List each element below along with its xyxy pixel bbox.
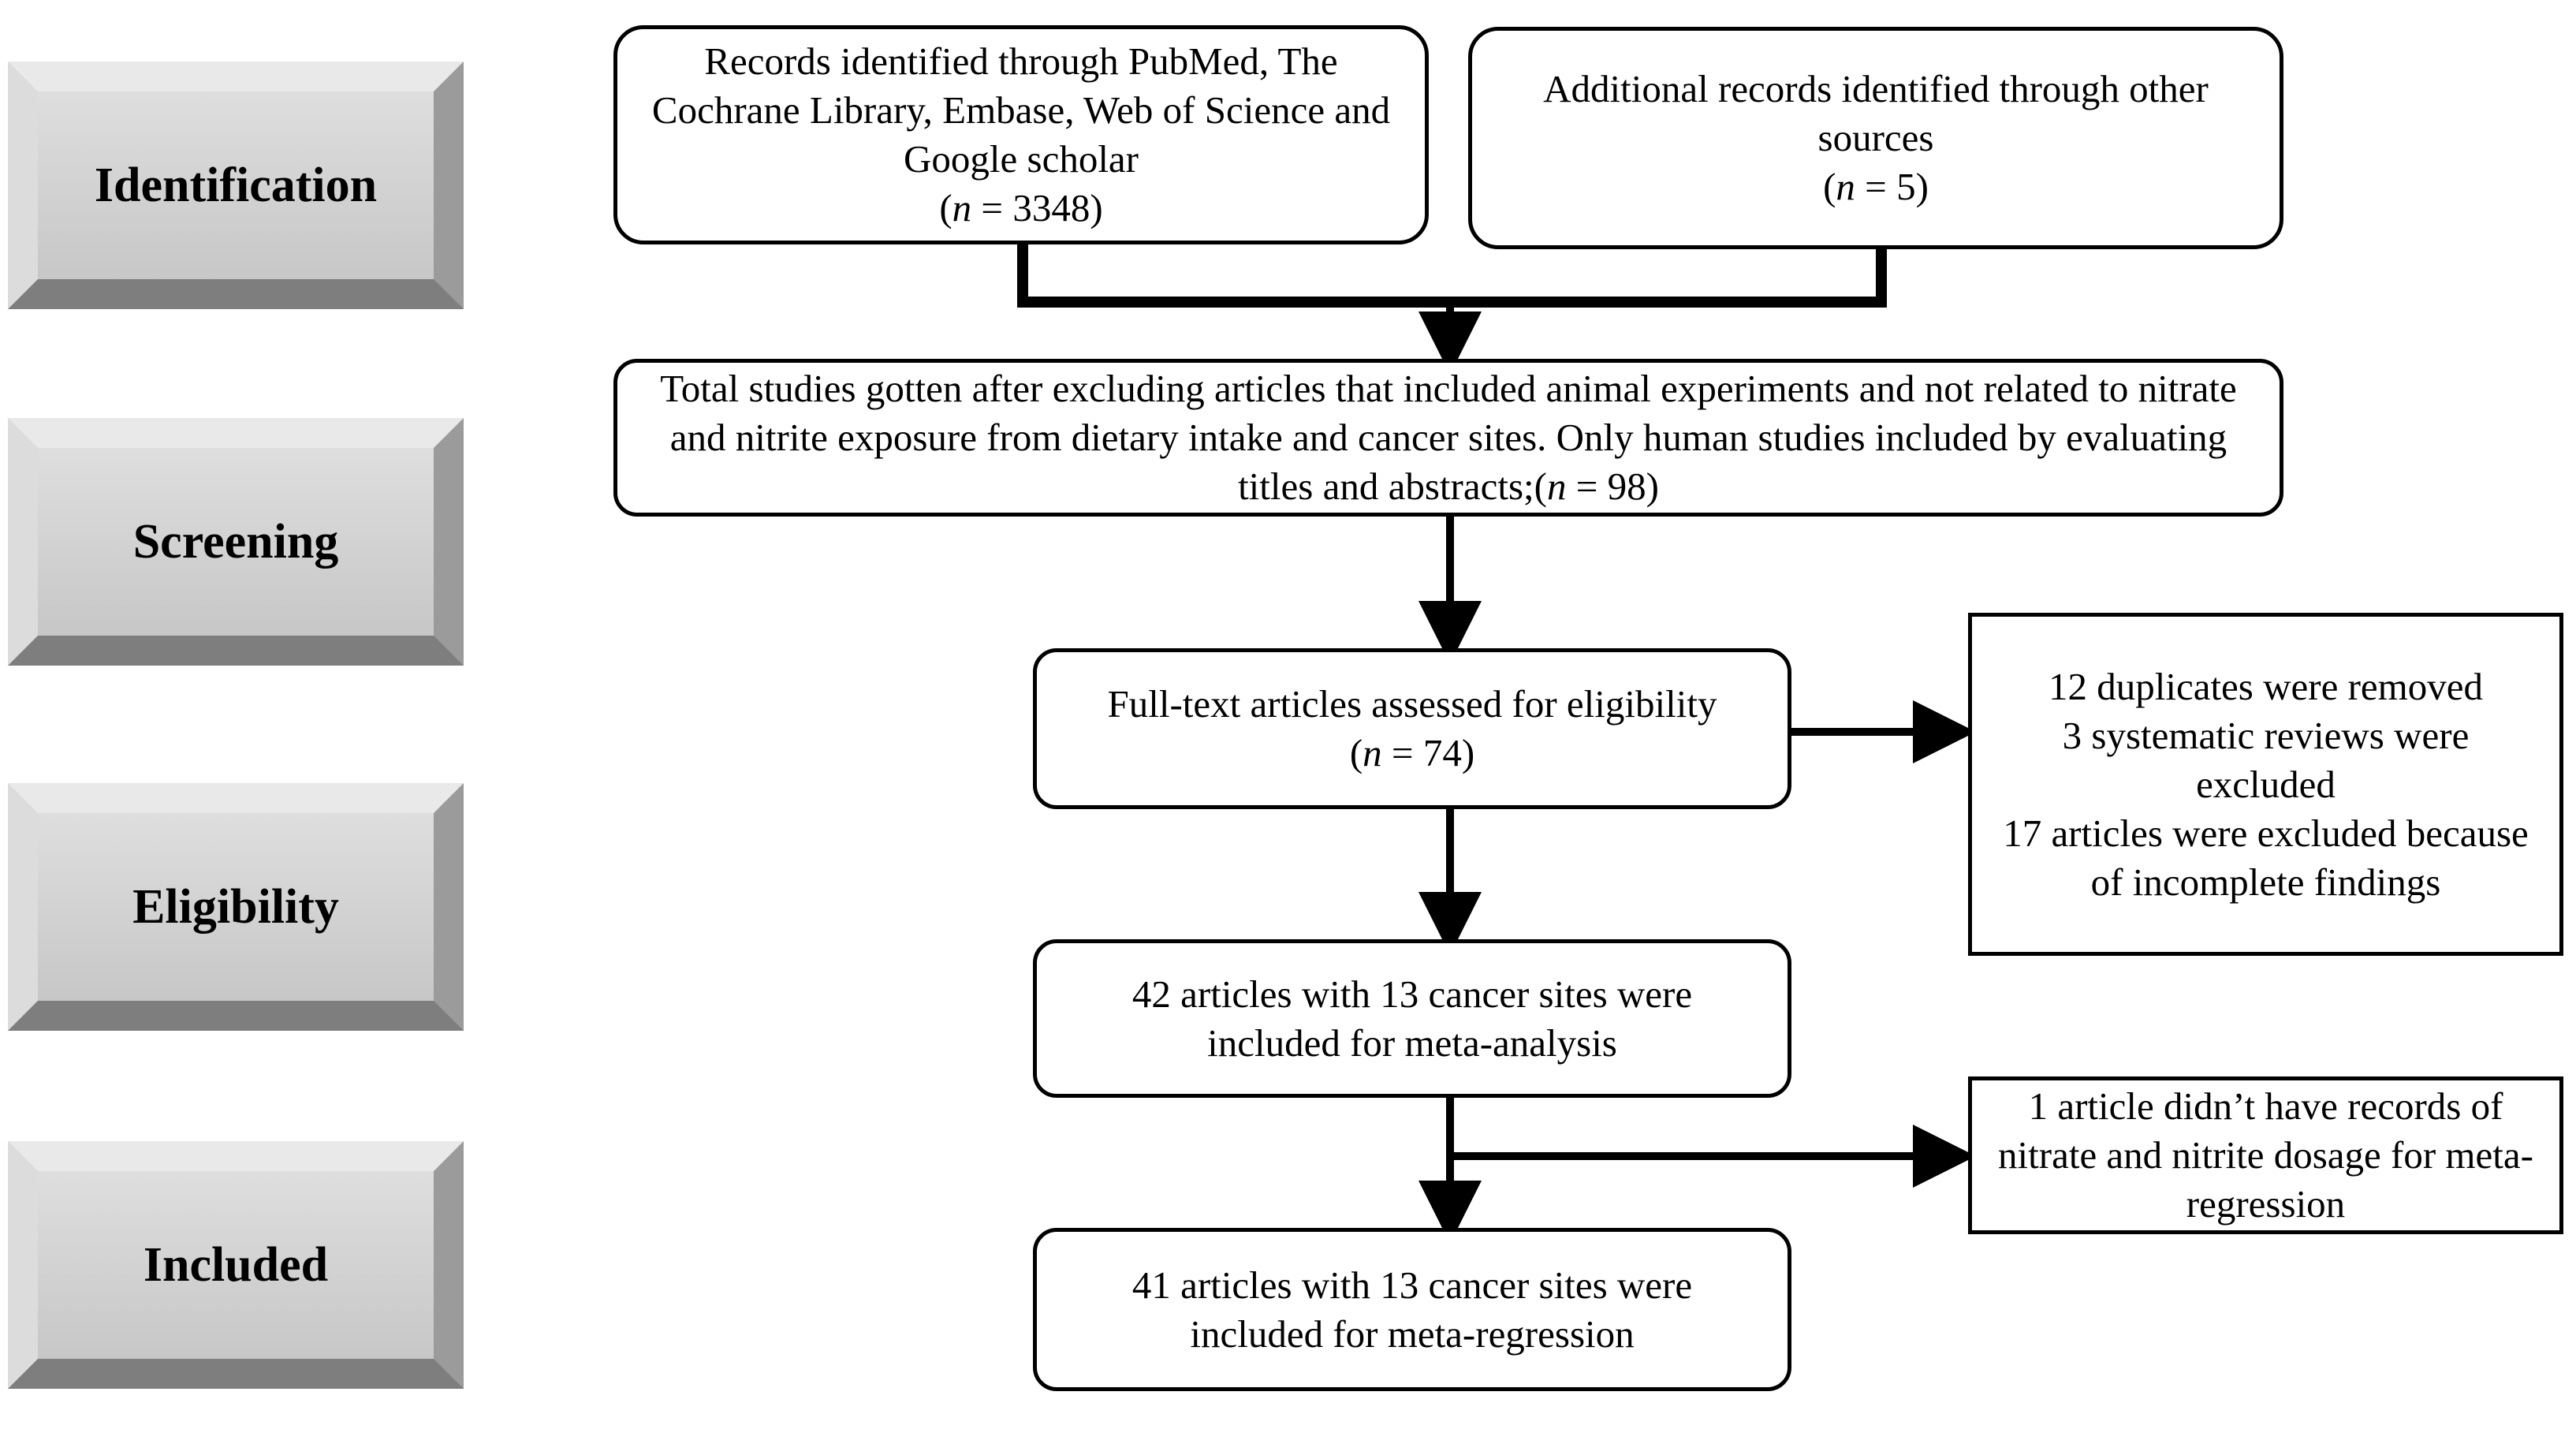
box-text: 42 articles with 13 cancer sites were in… (1131, 972, 1693, 1065)
stage-included: Included (8, 1141, 464, 1389)
stage-label: Screening (132, 514, 339, 569)
box-no-dosage: 1 article didn’t have records of nitrate… (1968, 1076, 2563, 1234)
box-text: Records identified through PubMed, The C… (651, 39, 1391, 181)
box-text: Additional records identified through ot… (1543, 67, 2209, 159)
box-text: 41 articles with 13 cancer sites were in… (1131, 1263, 1693, 1356)
box-text: Total studies gotten after excluding art… (660, 367, 2237, 508)
stage-screening: Screening (8, 418, 464, 666)
box-text: 1 article didn’t have records of nitrate… (1998, 1084, 2533, 1226)
count-value: 3348 (1012, 186, 1090, 229)
count-value: 98 (1607, 465, 1646, 508)
excluded-line: 12 duplicates were removed (2048, 664, 2484, 708)
box-records-other-sources: Additional records identified through ot… (1468, 27, 2283, 249)
count-value: 74 (1422, 731, 1462, 774)
box-meta-analysis: 42 articles with 13 cancer sites were in… (1033, 939, 1791, 1098)
box-full-text: Full-text articles assessed for eligibil… (1033, 648, 1791, 809)
stage-label: Identification (94, 158, 378, 212)
stage-label: Included (143, 1237, 329, 1292)
box-meta-regression: 41 articles with 13 cancer sites were in… (1033, 1228, 1791, 1391)
excluded-line: 17 articles were excluded because of inc… (2003, 811, 2529, 904)
stage-eligibility: Eligibility (8, 783, 464, 1031)
box-screening: Total studies gotten after excluding art… (613, 359, 2283, 517)
stage-identification: Identification (8, 62, 464, 309)
excluded-line: 3 systematic reviews were excluded (2062, 713, 2470, 806)
stage-label: Eligibility (132, 879, 339, 934)
box-excluded: 12 duplicates were removed 3 systematic … (1968, 613, 2563, 956)
box-text: Full-text articles assessed for eligibil… (1107, 682, 1717, 726)
box-records-databases: Records identified through PubMed, The C… (613, 25, 1429, 244)
merge-connector (1017, 244, 1887, 308)
count-value: 5 (1896, 165, 1916, 208)
